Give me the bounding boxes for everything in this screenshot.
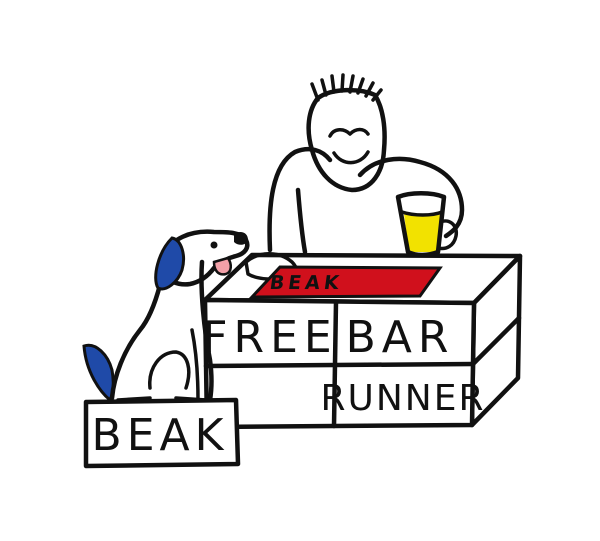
dog-box: BEAK	[83, 397, 241, 469]
beer-foam-line	[400, 210, 444, 217]
bar-front-vertical-line	[331, 299, 339, 429]
man-hair	[310, 73, 383, 102]
dog-ear	[154, 236, 186, 291]
beer-glass	[395, 191, 447, 258]
beak-mat-label: BEAK	[268, 271, 344, 294]
man-head	[306, 87, 387, 193]
dog-nose	[234, 232, 248, 245]
man	[267, 73, 465, 255]
dog-box-label: BEAK	[92, 410, 229, 461]
dog-front-leg	[190, 328, 200, 402]
man-moustache	[328, 127, 370, 138]
man-torso	[267, 147, 465, 253]
beer-liquid	[404, 214, 440, 252]
dog-head	[157, 229, 250, 287]
dog-chest	[199, 259, 214, 403]
dog-tongue	[212, 256, 232, 276]
beak-mat-shape	[248, 265, 443, 299]
bar-text-bar: BAR	[346, 312, 455, 363]
dog-tail	[82, 343, 115, 403]
dog-body	[109, 282, 163, 401]
beak-mat: BEAK	[248, 265, 443, 299]
bar-side-mid-line	[470, 315, 522, 367]
bar-text-runner: RUNNER	[321, 378, 486, 419]
dog	[82, 229, 250, 403]
bar-front-mid-line	[203, 361, 476, 369]
man-left-arm	[295, 187, 308, 255]
dog-eye	[210, 241, 218, 249]
bar-text-free: FREE	[202, 312, 337, 363]
man-smile	[332, 150, 370, 165]
dog-haunch	[148, 350, 191, 390]
man-right-hand	[436, 219, 459, 251]
dog-box-outline	[83, 397, 241, 469]
